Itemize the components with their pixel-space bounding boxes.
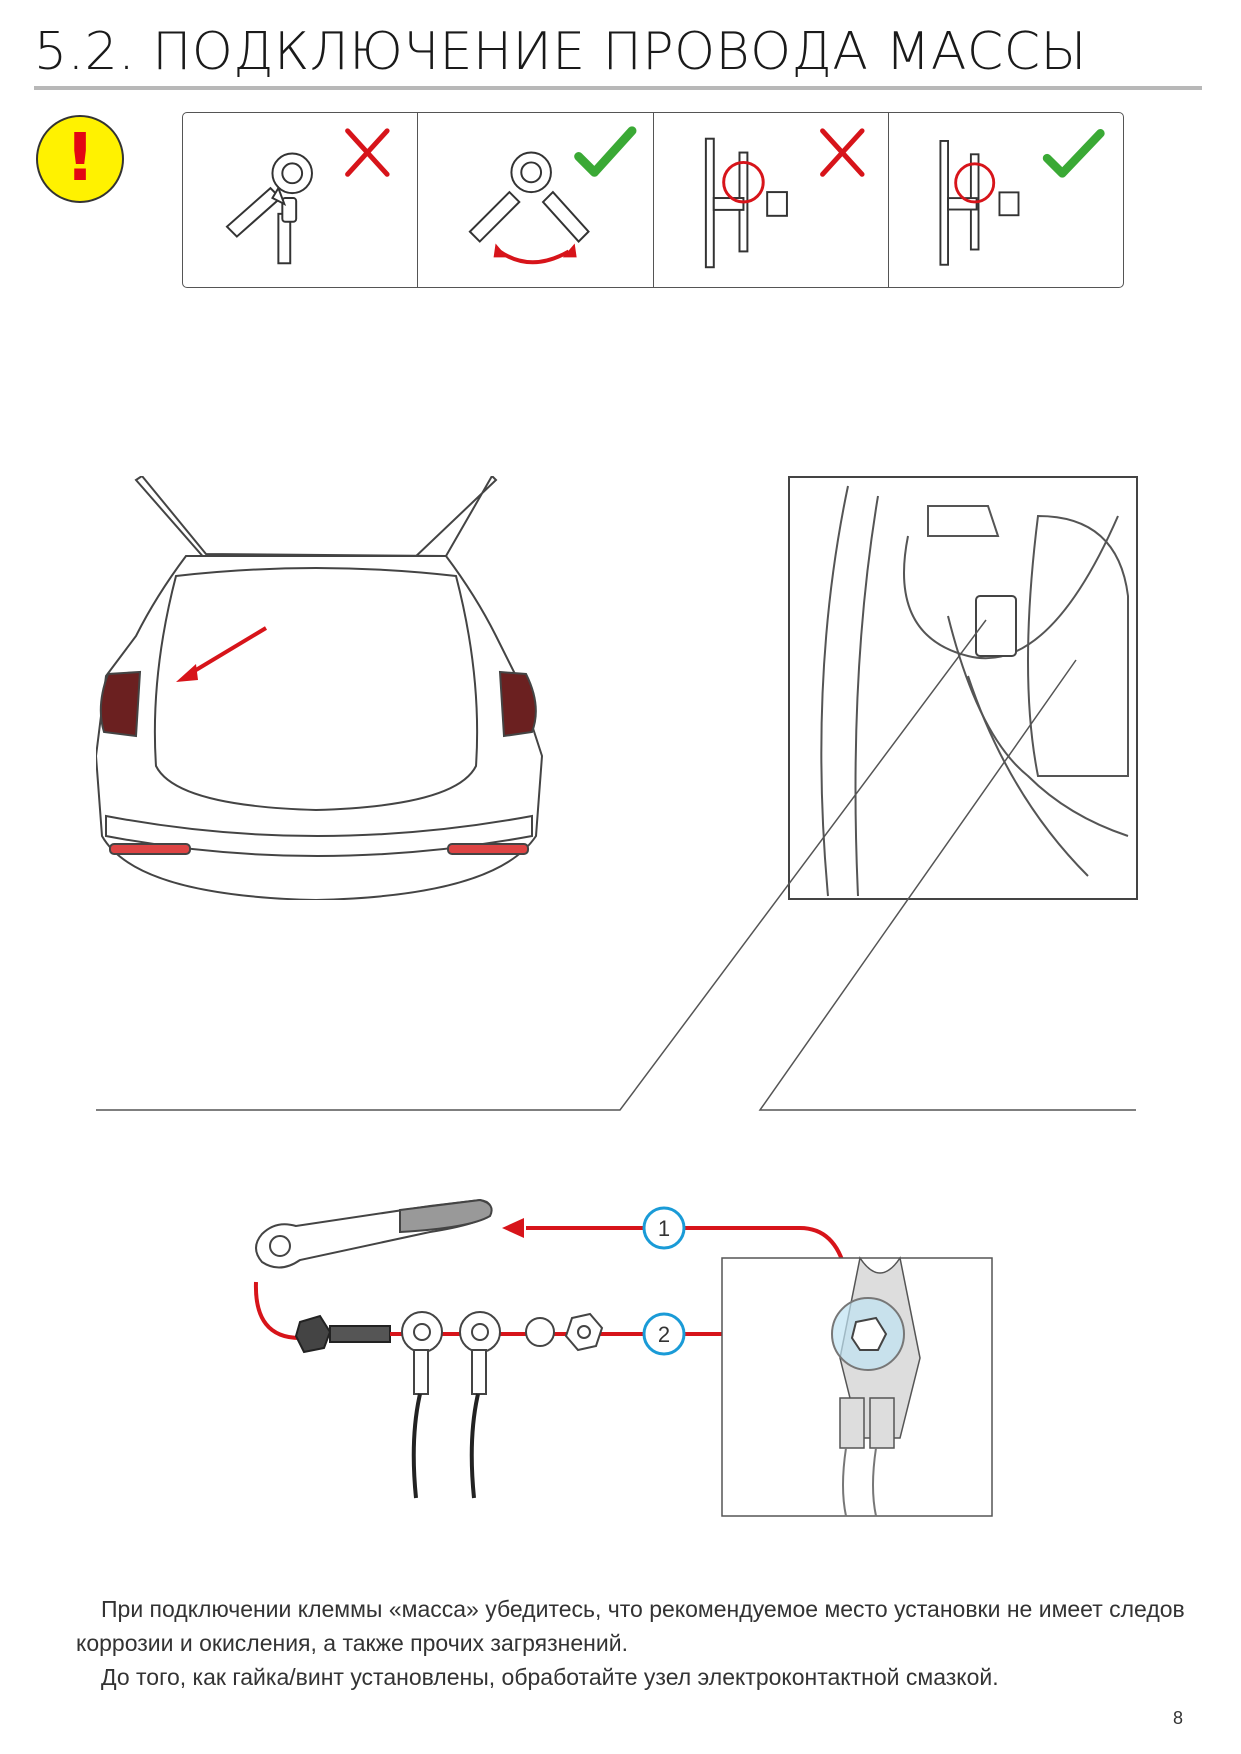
cross-icon	[819, 128, 865, 177]
step-1-marker	[642, 1206, 686, 1250]
body-paragraph-1: При подключении клеммы «масса» убедитесь…	[76, 1596, 1185, 1656]
do-dont-panels	[182, 112, 1124, 288]
panel-wrong-stacked-lugs	[183, 113, 419, 287]
body-text: При подключении клеммы «масса» убедитесь…	[76, 1592, 1186, 1694]
page-number: 8	[1173, 1708, 1184, 1728]
correct-washer-illustration	[939, 129, 1105, 266]
overlapped-lugs-illustration	[225, 128, 390, 265]
check-icon	[574, 126, 637, 177]
trunk-detail-illustration	[788, 476, 1138, 900]
lock-washer-icon	[525, 1317, 555, 1347]
wrong-washer-illustration	[704, 128, 865, 269]
car-rear-illustration	[96, 476, 544, 900]
page-title: 5.2. ПОДКЛЮЧЕНИЕ ПРОВОДА МАССЫ	[34, 22, 1087, 82]
cross-icon	[345, 128, 390, 177]
title-underline	[34, 86, 1202, 90]
step-2-label: 2	[658, 1322, 670, 1347]
bolt-icon	[294, 1314, 391, 1354]
step-2-marker	[642, 1312, 686, 1356]
zoom-guide-lines	[96, 619, 1136, 1111]
ring-terminal-icon	[401, 1311, 501, 1395]
body-paragraph-2: До того, как гайка/винт установлены, обр…	[101, 1664, 999, 1690]
spread-lugs-illustration	[468, 126, 637, 265]
check-icon	[1042, 129, 1105, 178]
ratchet-wrench-icon	[255, 1198, 493, 1269]
panel-wrong-washer-position	[654, 113, 889, 287]
step-1-label: 1	[658, 1216, 670, 1241]
warning-symbol: !	[64, 119, 96, 196]
panel-correct-washer-position	[889, 113, 1123, 287]
panel-correct-spread-lugs	[418, 113, 654, 287]
warning-icon: !	[36, 115, 124, 203]
ground-assembly-diagram: 1 2	[253, 1198, 993, 1517]
